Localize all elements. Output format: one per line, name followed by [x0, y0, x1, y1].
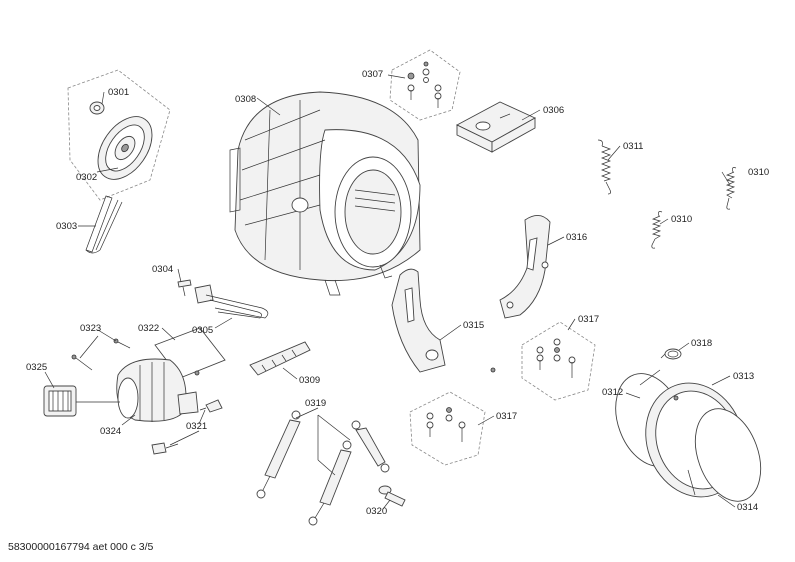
screw-set-0317-right-part: [536, 338, 576, 378]
bracket-0315-part: [391, 268, 496, 373]
cover-block-part: [456, 101, 536, 153]
screw-set-0307-part: [407, 61, 442, 108]
pulley-nut-part: [89, 101, 105, 115]
spring-0310-right-part: [725, 167, 737, 210]
callout-0313: 0313: [733, 371, 754, 382]
heater-0305-part: [194, 284, 269, 319]
callout-0318: 0318: [691, 338, 712, 349]
wire-0321-part: [151, 399, 223, 455]
callout-0314: 0314: [737, 502, 758, 513]
group-box-0307: [389, 49, 461, 121]
callout-0317-bottom: 0317: [496, 411, 517, 422]
callout-0310-right: 0310: [748, 167, 769, 178]
shock-absorber-right-part: [351, 420, 390, 473]
callout-0321: 0321: [186, 421, 207, 432]
callout-0311: 0311: [623, 141, 643, 152]
callout-0302: 0302: [76, 172, 97, 183]
callout-0303: 0303: [56, 221, 77, 232]
sensor-0304-part: [177, 279, 192, 297]
shock-absorber-mid-part: [308, 440, 352, 526]
screw-set-0317-bottom-part: [426, 407, 466, 442]
callout-0306: 0306: [543, 105, 564, 116]
drive-pulley-part: [97, 116, 153, 180]
bolt-0320-part: [378, 485, 406, 507]
strip-0309-part: [249, 341, 311, 376]
callout-0310-left: 0310: [671, 214, 692, 225]
callout-0325: 0325: [26, 362, 47, 373]
callout-0316: 0316: [566, 232, 587, 243]
callout-labels: 0301 0302 0303 0304 0305 0306 0307 0308 …: [26, 69, 769, 517]
leader-lines: [44, 74, 736, 510]
connector-0325-part: [43, 385, 77, 417]
callout-0309: 0309: [299, 375, 320, 386]
callout-0305: 0305: [192, 325, 213, 336]
bracket-0316-part: [499, 215, 551, 319]
callout-0323: 0323: [80, 323, 101, 334]
motor-0324-part: [116, 358, 199, 422]
group-box-0317-right: [521, 321, 596, 401]
shock-absorber-left-part: [256, 410, 301, 499]
group-box-pulley: [67, 69, 171, 201]
callout-0307: 0307: [362, 69, 383, 80]
group-box-0317-bottom: [409, 391, 486, 466]
callout-0324: 0324: [100, 426, 121, 437]
callout-0322: 0322: [138, 323, 159, 334]
spring-0311-part: [597, 139, 612, 195]
hose-clamp-part: [660, 348, 682, 360]
callout-0308: 0308: [235, 94, 256, 105]
drive-belt-part: [85, 195, 123, 254]
screw-0323-part: [71, 338, 131, 371]
callout-0304: 0304: [152, 264, 173, 275]
door-seal-assembly-part: [615, 369, 762, 502]
spring-0310-left-part: [651, 211, 663, 249]
document-footer: 58300000167794 aet 000 c 3/5: [8, 541, 154, 553]
callout-0320: 0320: [366, 506, 387, 517]
outer-tub-part: [229, 91, 421, 296]
callout-0319: 0319: [305, 398, 326, 409]
callout-0317-right: 0317: [578, 314, 599, 325]
callout-0312: 0312: [602, 387, 623, 398]
callout-0301: 0301: [108, 87, 129, 98]
callout-0315: 0315: [463, 320, 484, 331]
